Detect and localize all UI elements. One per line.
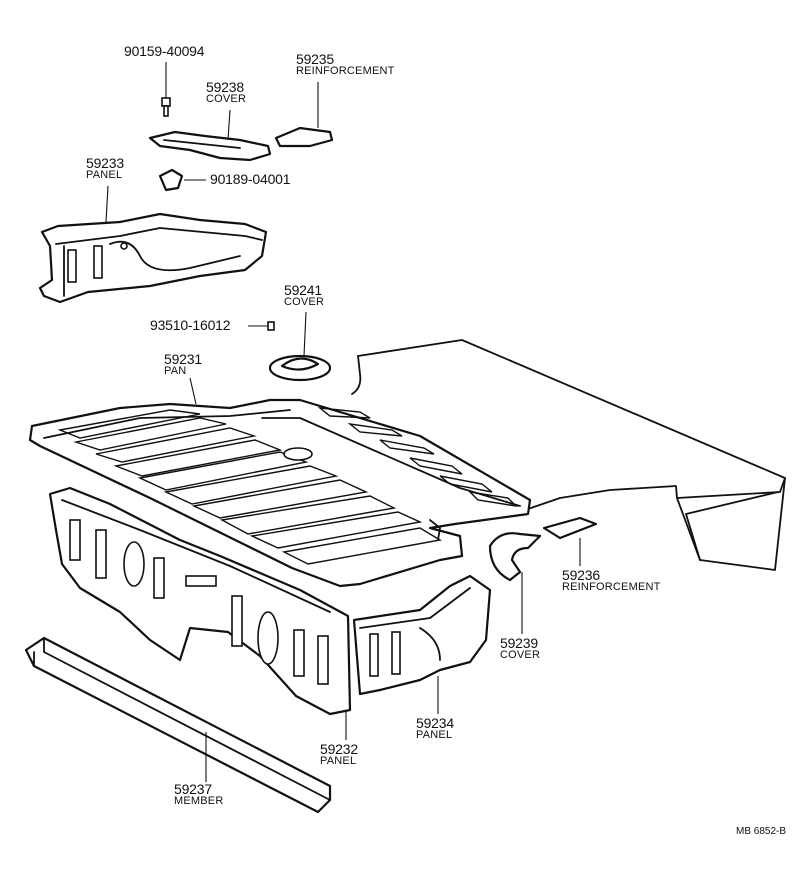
part-59239-cover [488, 532, 542, 582]
part-number: 59235 [296, 51, 334, 67]
callout-59241: 59241 COVER [284, 283, 324, 308]
body-outline [351, 339, 786, 571]
part-name: PAN [164, 365, 187, 377]
leader-lines [105, 62, 581, 782]
callout-93510: 93510-16012 [150, 317, 231, 333]
part-name: COVER [284, 296, 325, 308]
part-59241-cover [268, 354, 332, 382]
callout-59231: 59231 PAN [164, 352, 202, 377]
part-name: PANEL [320, 755, 357, 767]
part-number: 59233 [86, 155, 124, 171]
part-name: PANEL [416, 729, 453, 741]
part-59238-cover [148, 130, 272, 162]
part-number: 59241 [284, 282, 322, 298]
part-number: 59237 [174, 781, 212, 797]
part-number: 59232 [320, 741, 358, 757]
callout-59232: 59232 PANEL [320, 742, 358, 767]
bolt-90159 [161, 97, 171, 117]
part-59235-reinforcement [274, 126, 334, 148]
callout-59237: 59237 MEMBER [174, 782, 223, 807]
part-number: 90159-40094 [124, 43, 205, 59]
part-number: 90189-04001 [210, 171, 291, 187]
part-number: 59239 [500, 635, 538, 651]
part-59231-pan [28, 398, 532, 588]
part-name: PANEL [86, 169, 123, 181]
callout-59234: 59234 PANEL [416, 716, 454, 741]
part-name: REINFORCEMENT [296, 65, 395, 77]
part-number: 59236 [562, 567, 600, 583]
part-number: 59231 [164, 351, 202, 367]
callout-90189: 90189-04001 [210, 171, 291, 187]
part-59233-panel [38, 212, 268, 304]
callout-90159: 90159-40094 [124, 43, 205, 59]
part-name: COVER [500, 649, 541, 661]
callout-59239: 59239 COVER [500, 636, 540, 661]
clip-90189 [158, 168, 184, 192]
callout-59233: 59233 PANEL [86, 156, 124, 181]
part-number: 59234 [416, 715, 454, 731]
screw-93510 [267, 321, 275, 331]
part-number: 93510-16012 [150, 317, 231, 333]
drawing-code: MB 6852-B [736, 826, 787, 837]
part-name: COVER [206, 93, 247, 105]
part-name: MEMBER [174, 795, 224, 807]
part-59234-panel [352, 574, 492, 696]
part-59232-panel [48, 486, 352, 716]
part-number: 59238 [206, 79, 244, 95]
part-59236-reinforcement [542, 516, 598, 540]
part-name: REINFORCEMENT [562, 581, 661, 593]
callout-59236: 59236 REINFORCEMENT [562, 568, 661, 593]
callout-59238: 59238 COVER [206, 80, 246, 105]
part-59237-member [24, 636, 332, 814]
callout-59235: 59235 REINFORCEMENT [296, 52, 395, 77]
